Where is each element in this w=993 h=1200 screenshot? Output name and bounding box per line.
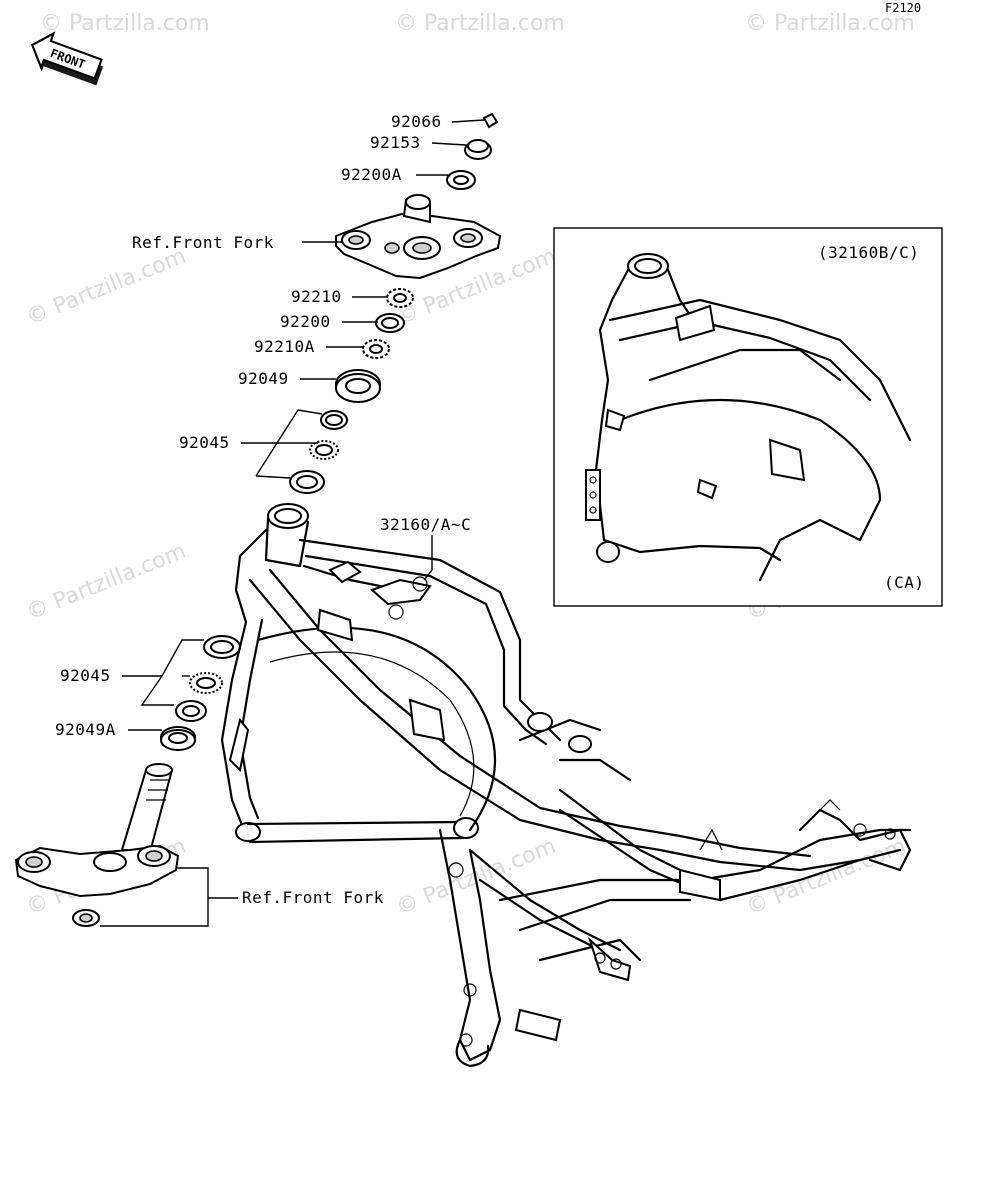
nut-92210-icon xyxy=(386,288,414,308)
callout-92045-lower: 92045 xyxy=(60,666,111,685)
main-frame-icon xyxy=(220,503,912,1068)
callouts: 92066 92153 92200A Ref.Front Fork 92210 … xyxy=(55,112,471,907)
bearing-92045-upper-icon xyxy=(289,410,348,494)
variant-inset: (32160B/C) (CA) xyxy=(553,227,943,607)
callout-92210: 92210 xyxy=(291,287,342,306)
seal-92049a-icon xyxy=(160,726,196,751)
callout-92153: 92153 xyxy=(370,133,421,152)
callout-92049a: 92049A xyxy=(55,720,116,739)
bearing-92045-lower-icon xyxy=(175,635,241,722)
callout-92200: 92200 xyxy=(280,312,331,331)
watermark: © Partzilla.com xyxy=(745,11,915,36)
washer-92200-icon xyxy=(375,313,405,333)
bolt-92153-icon xyxy=(464,139,492,160)
cap-92066-icon xyxy=(482,112,499,129)
callout-92200a: 92200A xyxy=(341,165,402,184)
watermark: © Partzilla.com xyxy=(40,11,210,36)
callout-92049: 92049 xyxy=(238,369,289,388)
inset-bottom-label: (CA) xyxy=(884,573,925,592)
leader-lines xyxy=(100,119,485,927)
front-arrow-badge: FRONT xyxy=(31,31,104,86)
callout-92045-upper: 92045 xyxy=(179,433,230,452)
inset-frame-icon xyxy=(585,253,912,582)
watermark: © Partzilla.com xyxy=(23,539,190,626)
nut-92210a-icon xyxy=(362,339,390,359)
inset-top-label: (32160B/C) xyxy=(818,243,919,262)
washer-92200a-icon xyxy=(446,170,476,190)
watermark: © Partzilla.com xyxy=(743,834,910,921)
upper-triple-clamp-icon xyxy=(335,194,502,280)
figure-code: F2120 xyxy=(885,1,921,15)
watermark: © Partzilla.com xyxy=(23,244,190,331)
callout-92066: 92066 xyxy=(391,112,442,131)
watermark: © Partzilla.com xyxy=(395,11,565,36)
callout-32160: 32160/A~C xyxy=(380,515,471,534)
callout-92210a: 92210A xyxy=(254,337,315,356)
steering-stem-icon xyxy=(14,763,180,927)
seal-92049-icon xyxy=(335,369,381,403)
callout-ref-front-fork-top: Ref.Front Fork xyxy=(132,233,274,252)
callout-ref-front-fork-bottom: Ref.Front Fork xyxy=(242,888,384,907)
